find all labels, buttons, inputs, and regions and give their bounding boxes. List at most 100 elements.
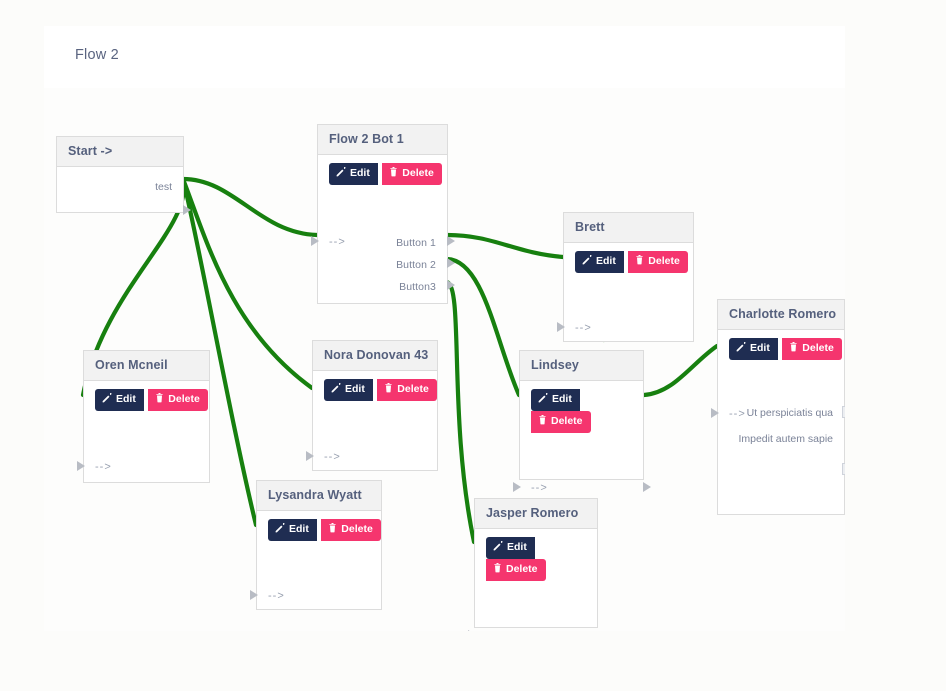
node-nora-donovan-43[interactable]: Nora Donovan 43 Edit Delete: [306, 340, 438, 471]
trash-icon: [384, 383, 393, 396]
node-start[interactable]: Start -> test: [56, 136, 191, 215]
output-text-2: Impedit autem sapie: [738, 432, 833, 445]
pencil-square-icon: [102, 392, 112, 406]
output-handle-arrow-icon[interactable]: [447, 280, 455, 290]
page-card: Flow 2: [44, 26, 845, 631]
delete-button[interactable]: Delete: [382, 163, 442, 185]
delete-button[interactable]: Delete: [148, 389, 208, 411]
node-port-list: -->: [306, 449, 437, 471]
node-brett[interactable]: Brett Edit Delete: [557, 212, 694, 342]
edit-button[interactable]: Edit: [531, 389, 580, 411]
input-handle-arrow-icon[interactable]: [250, 590, 258, 600]
node-nora-donovan-43-input-label: -->: [324, 451, 341, 463]
node-oren-mcneil-title: Oren Mcneil: [84, 351, 209, 381]
node-charlotte-romero[interactable]: Charlotte Romero Edit Delete: [711, 299, 845, 515]
edit-button-label: Edit: [750, 342, 770, 354]
node-action-row: Edit Delete: [318, 155, 447, 185]
pencil-square-icon: [736, 341, 746, 355]
node-oren-mcneil[interactable]: Oren Mcneil Edit Delete: [77, 350, 210, 483]
delete-button-label: Delete: [648, 255, 680, 267]
node-brett-body: Edit Delete -->: [557, 243, 693, 342]
node-flow-2-bot-1-body: Edit Delete --> Button 1: [311, 155, 455, 300]
input-handle-arrow-icon[interactable]: [513, 482, 521, 492]
node-jasper-romero-title: Jasper Romero: [475, 499, 597, 529]
node-lindsey-input-label: -->: [531, 482, 548, 494]
output-handle-arrow-icon[interactable]: [183, 205, 191, 215]
port-row: [84, 459, 209, 481]
delete-button[interactable]: Delete: [377, 379, 437, 401]
node-jasper-romero[interactable]: Jasper Romero Edit Delete: [468, 498, 598, 631]
edit-button-label: Edit: [116, 393, 136, 405]
input-handle-arrow-icon[interactable]: [711, 408, 719, 418]
port-row: [564, 320, 693, 342]
edit-button[interactable]: Edit: [329, 163, 378, 185]
edit-button[interactable]: Edit: [324, 379, 373, 401]
flow-canvas[interactable]: Start -> test Flow 2 Bot 1 Edit: [44, 88, 845, 631]
input-handle-arrow-icon[interactable]: [311, 236, 319, 246]
edit-button-label: Edit: [345, 383, 365, 395]
delete-button[interactable]: Delete: [782, 338, 842, 360]
node-port-list: -->: [250, 588, 381, 610]
node-action-row: Edit Delete: [257, 511, 381, 541]
trash-icon: [155, 393, 164, 406]
node-action-row: Edit Delete: [718, 330, 844, 360]
delete-button[interactable]: Delete: [531, 411, 591, 433]
input-handle-arrow-icon[interactable]: [306, 451, 314, 461]
node-lysandra-wyatt-body: Edit Delete -->: [250, 511, 381, 610]
input-handle-arrow-icon[interactable]: [468, 630, 476, 631]
trash-icon: [635, 255, 644, 268]
node-brett-title: Brett: [564, 213, 693, 243]
node-port-list: --> Ut perspiciatis qua Impedit autem sa…: [711, 406, 845, 475]
delete-button-label: Delete: [397, 383, 429, 395]
port-button-3[interactable]: Button3: [318, 278, 455, 300]
node-nora-donovan-43-title: Nora Donovan 43: [313, 341, 437, 371]
output-handle-arrow-icon[interactable]: [643, 482, 651, 492]
port-row: [257, 588, 381, 610]
trash-icon: [493, 563, 502, 576]
page-title: Flow 2: [75, 47, 119, 63]
node-action-row: Edit Delete: [313, 371, 437, 401]
node-port-list: -->: [513, 480, 651, 502]
node-charlotte-romero-title: Charlotte Romero: [718, 300, 844, 330]
node-action-row: Edit Delete: [564, 243, 693, 273]
node-start-title: Start ->: [57, 137, 183, 167]
trash-icon: [328, 523, 337, 536]
port-button-1[interactable]: Button 1: [318, 234, 455, 256]
pencil-square-icon: [331, 382, 341, 396]
node-port-list: -->: [468, 628, 597, 631]
delete-button[interactable]: Delete: [486, 559, 546, 581]
output-handle-arrow-icon[interactable]: [447, 258, 455, 268]
edit-button-label: Edit: [507, 541, 527, 553]
node-lindsey-title: Lindsey: [520, 351, 643, 381]
node-brett-input-label: -->: [575, 322, 592, 334]
delete-button-label: Delete: [802, 342, 834, 354]
edit-button[interactable]: Edit: [729, 338, 778, 360]
edit-button[interactable]: Edit: [268, 519, 317, 541]
output-handle-1[interactable]: [842, 406, 845, 418]
trash-icon: [538, 415, 547, 428]
edit-button[interactable]: Edit: [575, 251, 624, 273]
node-action-row: Edit Delete: [84, 381, 209, 411]
pencil-square-icon: [582, 254, 592, 268]
output-handle-2[interactable]: [842, 463, 845, 475]
delete-button[interactable]: Delete: [628, 251, 688, 273]
node-flow-2-bot-1-input-label: -->: [329, 236, 346, 248]
edit-button[interactable]: Edit: [486, 537, 535, 559]
node-lindsey[interactable]: Lindsey Edit Delete: [513, 350, 651, 494]
input-handle-arrow-icon[interactable]: [557, 322, 565, 332]
delete-button[interactable]: Delete: [321, 519, 381, 541]
pencil-square-icon: [493, 540, 503, 554]
node-lysandra-wyatt[interactable]: Lysandra Wyatt Edit Delete: [250, 480, 382, 610]
input-handle-arrow-icon[interactable]: [77, 461, 85, 471]
edit-button[interactable]: Edit: [95, 389, 144, 411]
edit-button-label: Edit: [289, 523, 309, 535]
node-lysandra-wyatt-input-label: -->: [268, 590, 285, 602]
output-handle-arrow-icon[interactable]: [447, 236, 455, 246]
pencil-square-icon: [538, 392, 548, 406]
edit-button-label: Edit: [552, 393, 572, 405]
port-button-2[interactable]: Button 2: [318, 256, 455, 278]
node-flow-2-bot-1[interactable]: Flow 2 Bot 1 Edit Delete: [311, 124, 455, 304]
pencil-square-icon: [275, 522, 285, 536]
node-lysandra-wyatt-title: Lysandra Wyatt: [257, 481, 381, 511]
